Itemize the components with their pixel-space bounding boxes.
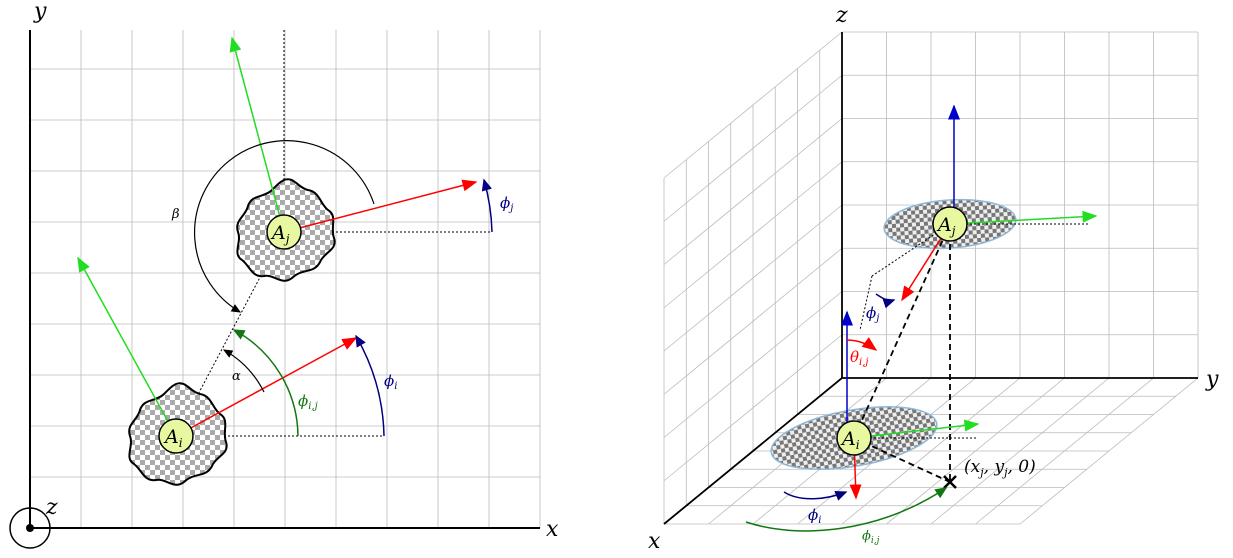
phi-j-arc xyxy=(481,178,493,233)
projection-point-label: (xj, yj, 0) xyxy=(964,457,1036,479)
agent-i-label: Ai xyxy=(163,426,183,450)
grid-line xyxy=(663,74,843,222)
agent-j-marker-3d xyxy=(932,206,968,242)
theta-ij-arc xyxy=(845,337,878,351)
phi-i-arc-3d xyxy=(783,491,848,501)
left-diagram: y x z Ai Aj ϕi ϕi,j α β xyxy=(9,0,559,549)
agent-j-marker xyxy=(266,214,302,250)
connecting-dashed-ij xyxy=(853,223,951,439)
agent-j-label: Aj xyxy=(270,222,290,246)
theta-ij-label: θi,j xyxy=(850,348,869,368)
right-diagram: z y x Ai Aj ϕi ϕi,j xyxy=(648,3,1219,554)
beta-label: β xyxy=(171,207,180,222)
right-3d-grid xyxy=(663,31,1199,525)
right-y-axis-label: y xyxy=(1205,367,1219,392)
projection-point-icon xyxy=(943,475,957,489)
alpha-label: α xyxy=(232,369,241,384)
phi-ij-arc-3d xyxy=(745,487,948,532)
agent-i-marker-3d xyxy=(836,420,872,456)
phi-j-label-3d: ϕj xyxy=(866,304,879,324)
z-axis-out-of-page-icon xyxy=(9,507,51,549)
left-z-axis-label: z xyxy=(45,495,58,520)
left-x-axis-label: x xyxy=(546,517,559,542)
right-z-axis-label: z xyxy=(835,3,848,28)
phi-ij-arc xyxy=(232,329,299,437)
beta-arc xyxy=(193,140,375,313)
grid-line xyxy=(663,31,843,179)
agent-i-normal-arrow xyxy=(77,256,177,437)
agent-j-heading-arrow xyxy=(283,179,478,233)
projection-ground-dashed xyxy=(853,437,951,483)
phi-i-label-3d: ϕi xyxy=(808,506,821,526)
agent-j-label-3d: Aj xyxy=(936,214,956,238)
phi-ij-label: ϕi,j xyxy=(298,392,318,412)
right-x-axis xyxy=(663,377,843,525)
grid-line xyxy=(663,334,843,482)
alpha-arc xyxy=(222,349,265,393)
phi-i-label: ϕi xyxy=(384,372,397,392)
phi-i-arc xyxy=(355,334,385,437)
right-x-axis-label: x xyxy=(648,529,661,554)
grid-line xyxy=(663,118,843,265)
grid-line xyxy=(663,161,843,309)
grid-line xyxy=(663,291,843,438)
agent-i-label-3d: Ai xyxy=(840,428,860,452)
grid-line xyxy=(663,204,843,352)
phi-j-label: ϕj xyxy=(500,194,513,214)
phi-ij-label-3d: ϕi,j xyxy=(862,529,880,546)
left-y-axis-label: y xyxy=(33,0,47,24)
agent-i-normal-arrow-3d xyxy=(853,419,980,439)
agent-j-normal-arrow-3d xyxy=(949,210,1098,225)
agent-j-normal-arrow xyxy=(229,36,285,233)
grid-line xyxy=(663,247,843,395)
agent-i-marker xyxy=(158,418,194,454)
phi-j-arc-3d xyxy=(875,293,896,309)
agent-i-heading-arrow xyxy=(175,337,358,437)
theta-dotted-guide xyxy=(859,275,873,331)
z-axis-dot-icon xyxy=(26,524,34,532)
